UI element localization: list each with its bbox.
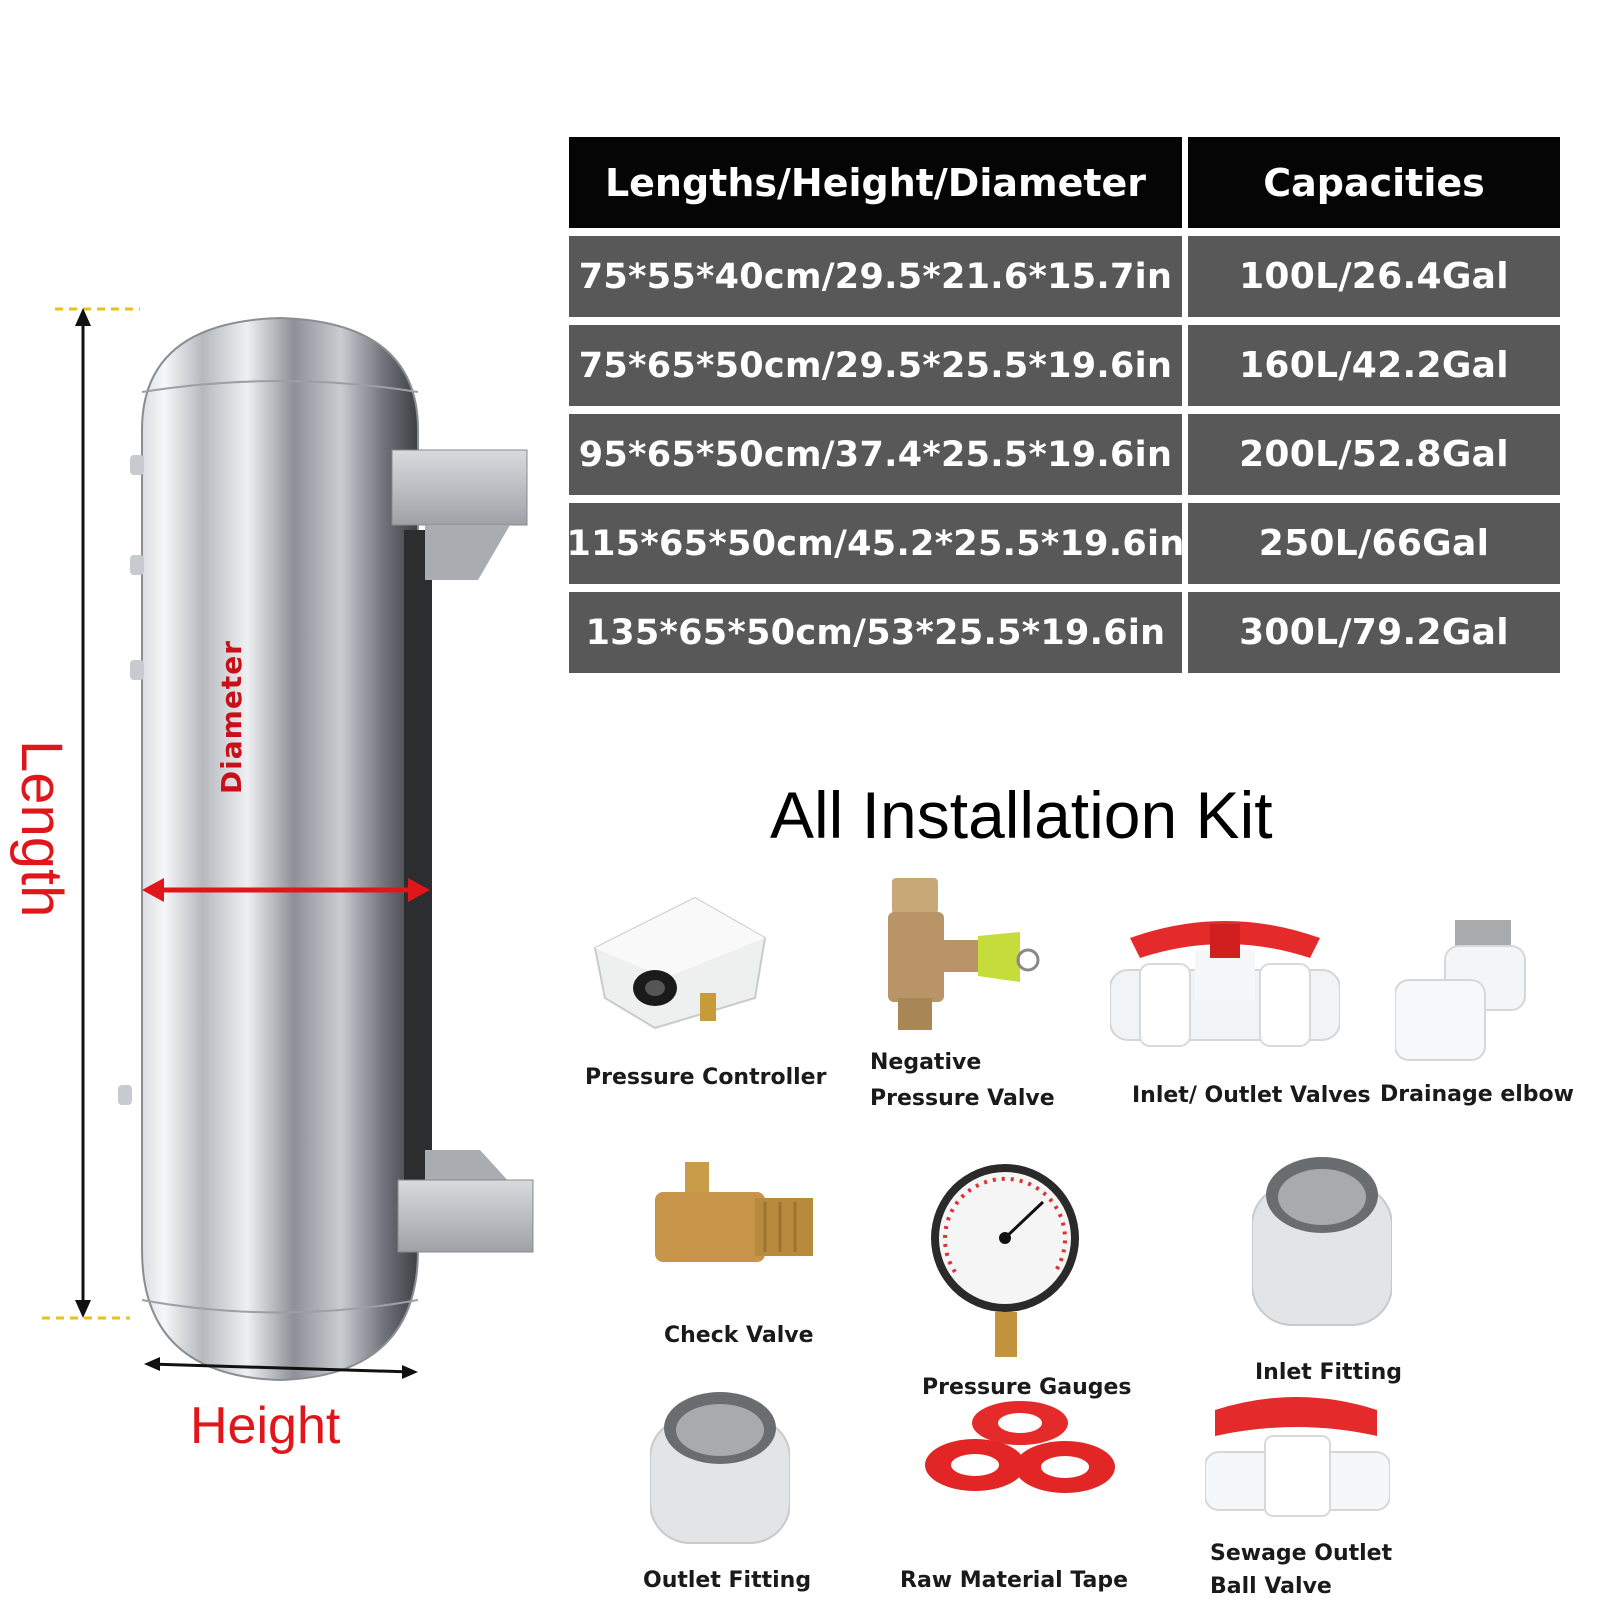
inlet-fitting-image xyxy=(1252,1157,1392,1326)
nozzle xyxy=(118,1085,132,1105)
length-label: Length xyxy=(9,740,74,918)
nozzle xyxy=(130,555,144,575)
capacity-cell: 250L/66Gal xyxy=(1188,503,1560,584)
label-pressure-gauges: Pressure Gauges xyxy=(922,1375,1132,1400)
kit-title: All Installation Kit xyxy=(770,778,1273,852)
table-row: 75*55*40cm/29.5*21.6*15.7in 100L/26.4Gal xyxy=(569,236,1560,317)
header-capacities: Capacities xyxy=(1188,137,1560,228)
tank-body xyxy=(141,316,419,1382)
negative-pressure-valve-image xyxy=(888,878,1040,1030)
table-row: 95*65*50cm/37.4*25.5*19.6in 200L/52.8Gal xyxy=(569,414,1560,495)
label-negative-pressure-valve-1: Negative xyxy=(870,1050,982,1075)
diameter-label: Diameter xyxy=(215,640,248,795)
label-inlet-fitting: Inlet Fitting xyxy=(1255,1360,1403,1385)
pressure-gauge-image xyxy=(931,1164,1079,1357)
pressure-controller-image xyxy=(593,896,767,1030)
dimension-cell: 135*65*50cm/53*25.5*19.6in xyxy=(569,592,1182,673)
label-sewage-outlet-ball-valve-1: Sewage Outlet xyxy=(1210,1541,1393,1566)
capacity-cell: 300L/79.2Gal xyxy=(1188,592,1560,673)
table-row: 135*65*50cm/53*25.5*19.6in 300L/79.2Gal xyxy=(569,592,1560,673)
steel-tank-image xyxy=(42,307,534,1382)
label-check-valve: Check Valve xyxy=(664,1323,814,1348)
diameter-arrow xyxy=(142,878,430,902)
table-row: 115*65*50cm/45.2*25.5*19.6in 250L/66Gal xyxy=(569,503,1560,584)
label-drainage-elbow: Drainage elbow xyxy=(1380,1082,1574,1107)
bottom-bracket xyxy=(397,1150,534,1253)
raw-material-tape-image xyxy=(925,1401,1115,1493)
label-raw-material-tape: Raw Material Tape xyxy=(900,1568,1129,1593)
drainage-elbow-image xyxy=(1395,920,1526,1061)
dimension-cell: 95*65*50cm/37.4*25.5*19.6in xyxy=(569,414,1182,495)
height-label: Height xyxy=(190,1397,341,1455)
inlet-outlet-valves-image xyxy=(1110,921,1340,1047)
label-negative-pressure-valve-2: Pressure Valve xyxy=(870,1086,1055,1111)
label-sewage-outlet-ball-valve-2: Ball Valve xyxy=(1210,1574,1332,1599)
nozzle xyxy=(130,660,144,680)
table-row: 75*65*50cm/29.5*25.5*19.6in 160L/42.2Gal xyxy=(569,325,1560,406)
dimension-cell: 75*65*50cm/29.5*25.5*19.6in xyxy=(569,325,1182,406)
height-arrow xyxy=(144,1357,418,1379)
nozzle xyxy=(130,455,144,475)
spec-table: Lengths/Height/Diameter Capacities 75*55… xyxy=(569,137,1560,681)
table-header-row: Lengths/Height/Diameter Capacities xyxy=(569,137,1560,228)
top-bracket xyxy=(391,449,528,580)
label-pressure-controller: Pressure Controller xyxy=(585,1065,827,1090)
dimension-cell: 115*65*50cm/45.2*25.5*19.6in xyxy=(569,503,1182,584)
capacity-cell: 100L/26.4Gal xyxy=(1188,236,1560,317)
header-dimensions: Lengths/Height/Diameter xyxy=(569,137,1182,228)
dimension-cell: 75*55*40cm/29.5*21.6*15.7in xyxy=(569,236,1182,317)
label-outlet-fitting: Outlet Fitting xyxy=(643,1568,812,1593)
outlet-fitting-image xyxy=(650,1392,790,1544)
capacity-cell: 200L/52.8Gal xyxy=(1188,414,1560,495)
sewage-outlet-ball-valve-image xyxy=(1205,1397,1390,1517)
tank-illustration: Length Diameter Height xyxy=(0,0,560,1602)
label-inlet-outlet-valves: Inlet/ Outlet Valves xyxy=(1132,1083,1371,1108)
check-valve-image xyxy=(655,1162,813,1262)
capacity-cell: 160L/42.2Gal xyxy=(1188,325,1560,406)
length-arrow xyxy=(75,308,91,1318)
